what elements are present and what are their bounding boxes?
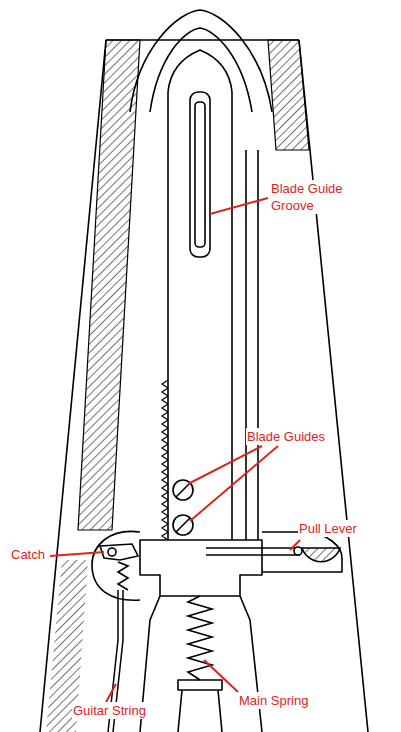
catch-part bbox=[100, 544, 138, 590]
part-label: Blade Guides bbox=[246, 428, 326, 445]
coil-spring bbox=[188, 596, 212, 680]
part-label: Pull Lever bbox=[298, 520, 358, 537]
pull-lever-part bbox=[206, 547, 340, 562]
blade-guide-screw bbox=[173, 480, 193, 535]
handle-outline bbox=[40, 10, 368, 732]
serration bbox=[162, 380, 168, 540]
part-label: Main Spring bbox=[238, 692, 309, 709]
leader-line bbox=[50, 198, 300, 702]
part-label: Catch bbox=[10, 546, 46, 563]
part-label: Guitar String bbox=[72, 702, 147, 719]
part-label: Blade Guide Groove bbox=[270, 180, 354, 214]
